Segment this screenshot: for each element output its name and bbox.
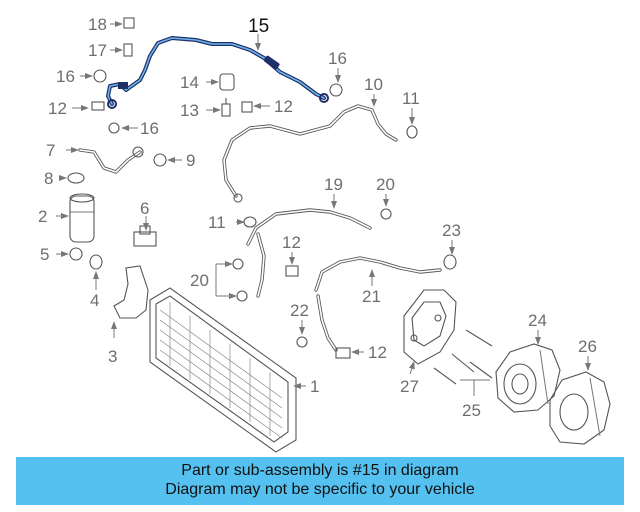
- part-18-cap: [123, 17, 135, 29]
- callout-4: 4: [90, 291, 99, 310]
- part-12-sensor-c: [285, 265, 299, 277]
- callout-9: 9: [186, 151, 195, 170]
- part-6-bracket: [133, 225, 157, 247]
- part-16-o-ring-a: [93, 69, 107, 83]
- callout-22: 22: [290, 301, 309, 320]
- part-19-ac-line: [246, 208, 372, 298]
- banner-line-2: Diagram may not be specific to your vehi…: [165, 481, 475, 498]
- callout-12d: 12: [368, 343, 387, 362]
- part-13-valve: [221, 98, 231, 117]
- callout-16b: 16: [140, 119, 159, 138]
- part-17-valve: [123, 43, 133, 57]
- callout-7: 7: [46, 141, 55, 160]
- callout-12b: 12: [274, 97, 293, 116]
- part-10-ac-line: [222, 104, 398, 203]
- ac-system-exploded-diagram: 15 18 17 16 12 16 7 9 8 2 5 4 6 3 14 13 …: [38, 15, 611, 453]
- part-16-o-ring-c: [329, 83, 343, 97]
- part-11-o-ring-b: [243, 216, 257, 228]
- callout-20b: 20: [190, 271, 209, 290]
- part-11-o-ring-a: [406, 125, 418, 139]
- part-14-cap: [219, 73, 235, 91]
- callout-12a: 12: [48, 99, 67, 118]
- part-12-sensor-b: [241, 101, 253, 113]
- part-9-o-ring: [153, 153, 167, 167]
- part-20-o-ring-a: [232, 258, 244, 270]
- part-20-o-ring-b: [236, 290, 248, 302]
- callout-27: 27: [400, 377, 419, 396]
- part-15-ac-line-highlighted[interactable]: [106, 36, 329, 109]
- part-8-seal-ring: [67, 172, 85, 184]
- callout-15: 15: [248, 16, 269, 37]
- callout-1: 1: [310, 377, 319, 396]
- part-16-o-ring-b: [108, 122, 120, 134]
- banner-line-1: Part or sub-assembly is #15 in diagram: [181, 462, 459, 479]
- callout-11a: 11: [402, 89, 420, 108]
- callout-3: 3: [108, 347, 117, 366]
- callout-12c: 12: [282, 233, 301, 252]
- callout-6: 6: [140, 199, 149, 218]
- callout-21: 21: [362, 287, 381, 306]
- callout-10: 10: [364, 75, 383, 94]
- callout-20a: 20: [376, 175, 395, 194]
- part-1-condenser: [149, 287, 297, 453]
- callout-16c: 16: [328, 49, 347, 68]
- part-27-compressor-bracket: [403, 289, 457, 365]
- callout-26: 26: [578, 337, 597, 356]
- leader-lines: [56, 21, 591, 396]
- part-25-bolts: [433, 329, 493, 385]
- part-24-compressor: [495, 343, 561, 413]
- part-4-bushing: [89, 254, 103, 270]
- callout-14: 14: [180, 73, 199, 92]
- part-7-ac-line: [78, 146, 144, 174]
- part-12-sensor-a: [91, 101, 105, 111]
- callout-5: 5: [40, 245, 49, 264]
- part-12-sensor-d: [335, 347, 351, 359]
- callout-13: 13: [180, 101, 199, 120]
- callout-16a: 16: [56, 67, 75, 86]
- callout-19: 19: [324, 175, 343, 194]
- part-26-compressor: [549, 371, 611, 445]
- callout-numbers: 15 18 17 16 12 16 7 9 8 2 5 4 6 3 14 13 …: [38, 15, 597, 420]
- part-21-ac-line: [314, 256, 442, 352]
- part-5-cap: [69, 247, 83, 261]
- part-3-mount-bracket: [113, 265, 149, 319]
- part-2-receiver-drier: [69, 193, 95, 243]
- part-22-o-ring: [296, 336, 308, 348]
- info-banner: Part or sub-assembly is #15 in diagram D…: [16, 457, 624, 505]
- part-23-o-ring: [443, 254, 457, 270]
- callout-17: 17: [88, 41, 107, 60]
- callout-18: 18: [88, 15, 107, 34]
- callout-23: 23: [442, 221, 461, 240]
- callout-2: 2: [38, 207, 47, 226]
- part-20-o-ring-c: [380, 208, 392, 220]
- callout-11b: 11: [208, 213, 226, 232]
- callout-25: 25: [462, 401, 481, 420]
- callout-8: 8: [44, 169, 53, 188]
- callout-24: 24: [528, 311, 547, 330]
